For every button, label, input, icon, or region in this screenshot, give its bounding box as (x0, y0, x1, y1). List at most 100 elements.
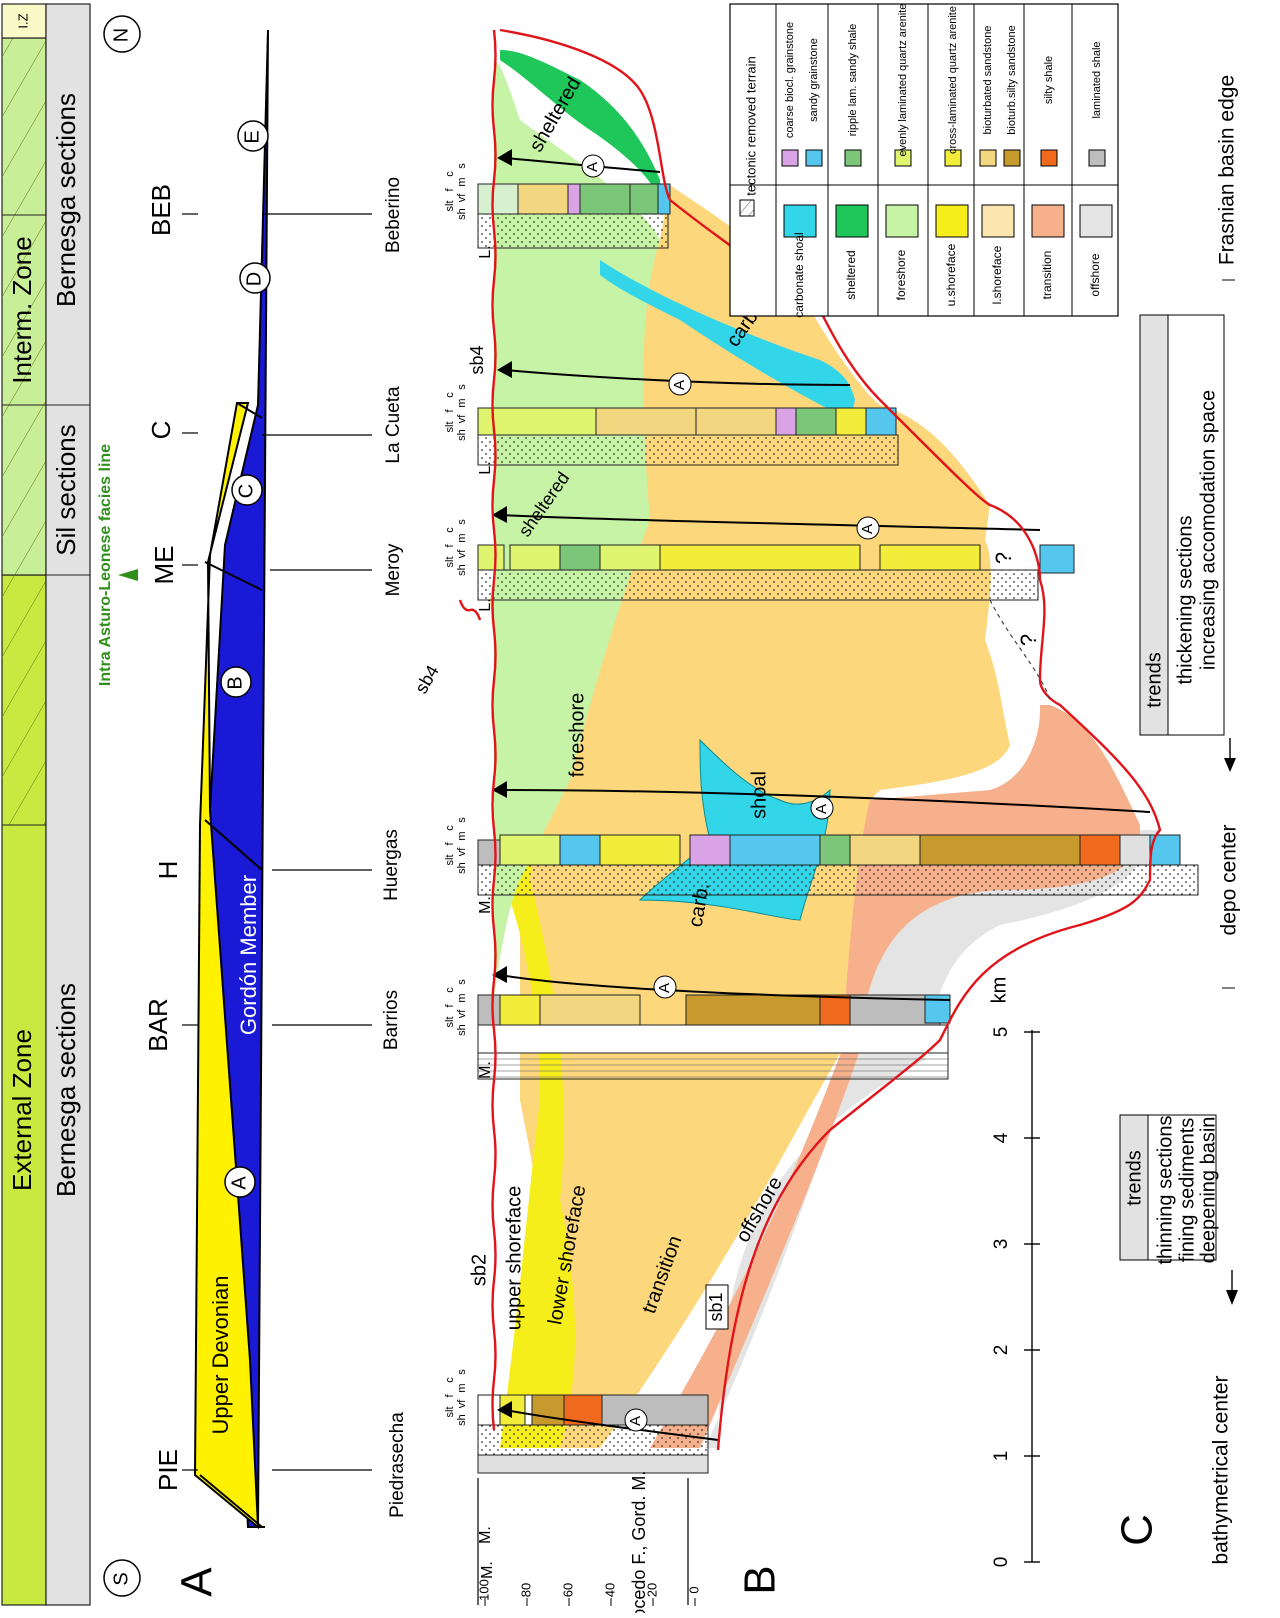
grain-size-label: slt (444, 1407, 456, 1418)
km-tick-label: 1 (991, 1451, 1012, 1462)
interm-zone-label: Interm. Zone (7, 236, 37, 383)
grain-size-label: vf (456, 847, 468, 857)
grain-size-label: c (444, 1377, 456, 1383)
grain-size-label: s (456, 979, 468, 985)
column-barrios (477, 994, 951, 1080)
grain-size-label: sh (456, 862, 468, 874)
svg-text:A: A (656, 983, 673, 993)
facies-line-annotation: Intra Asturo-Leonese facies line (97, 444, 138, 686)
time-arrows (499, 157, 1151, 1441)
transition-area (650, 705, 1140, 1448)
svg-text:thickening sections: thickening sections (1174, 516, 1196, 685)
svg-text:L.: L. (477, 461, 494, 474)
svg-text:S: S (110, 1572, 132, 1585)
compass-south: S (103, 1559, 141, 1597)
legend-facies-swatch (835, 204, 869, 238)
svg-text:A: A (627, 1416, 644, 1426)
legend-lithology-label: sandy grainstone (808, 38, 820, 122)
grain-size-label: s (456, 817, 468, 823)
svg-text:Meroy: Meroy (383, 543, 404, 596)
legend-facies-label: l.shoreface (990, 245, 1004, 304)
legend: tectonic removed terrain carbonate shoal… (729, 3, 1119, 318)
svg-text:B: B (224, 676, 246, 689)
foreshore-area (494, 60, 660, 1000)
bathymetrical-center: bathymetrical center (1210, 1375, 1233, 1564)
legend-lithology-swatch (944, 149, 962, 167)
bernesga-sections-right: Bernesga sections (51, 93, 81, 307)
grain-size-label: c (444, 987, 456, 993)
trends-right: trends thickening sections increasing ac… (1139, 314, 1236, 772)
gordon-member-label: Gordón Member (236, 875, 261, 1035)
legend-lithology-swatch (1040, 149, 1058, 167)
svg-text:trends: trends (1143, 652, 1165, 708)
svg-text:foreshore: foreshore (566, 693, 588, 778)
grain-size-label: vf (456, 1399, 468, 1409)
sb1-boundary (499, 28, 1162, 1451)
svg-text:M.: M. (477, 896, 494, 914)
unknown-dashed-boundary (989, 599, 1051, 701)
svg-text:trends: trends (1123, 1150, 1145, 1206)
svg-text:sb4: sb4 (411, 662, 443, 697)
sil-sections-label: Sil sections (51, 424, 81, 556)
facies-areas (490, 50, 1160, 1448)
legend-tectonic: tectonic removed terrain (743, 56, 758, 195)
grain-size-label: vf (456, 549, 468, 559)
iz-label: I.Z (15, 13, 30, 28)
grain-size-label: sh (456, 208, 468, 220)
legend-lithology-swatch (844, 149, 862, 167)
time-marker-circles: A A A A A A (581, 154, 880, 1432)
bernesga-sections-left: Bernesga sections (51, 983, 81, 1197)
carbonate-shoal-area-top (600, 260, 855, 420)
legend-lithology-swatch (979, 149, 997, 167)
svg-text:L.: L. (477, 245, 494, 258)
legend-facies-swatch (885, 204, 919, 238)
svg-text:L.: L. (477, 598, 494, 611)
svg-text:Piedrasecha: Piedrasecha (387, 1412, 408, 1518)
depo-center: depo center (1218, 825, 1241, 936)
grain-size-label: f (444, 409, 456, 413)
svg-text:P. Nocedo F., Gord. M.: P. Nocedo F., Gord. M. (629, 1471, 649, 1613)
svg-text:sb4: sb4 (467, 345, 487, 374)
svg-text:Huergas: Huergas (381, 829, 402, 901)
grain-size-label: m (456, 993, 468, 1002)
svg-text:?: ? (1016, 634, 1041, 646)
legend-lithology-label: cross-laminated quartz arenite (947, 6, 959, 154)
profile-marker-b: B (220, 666, 252, 698)
grain-size-label: sh (456, 429, 468, 441)
svg-text:Intra Asturo-Leonese facies: Intra Asturo-Leonese facies line (97, 444, 114, 686)
column-beberino (477, 183, 671, 249)
column-meroy (477, 544, 1075, 601)
legend-lithology-swatch (1003, 149, 1021, 167)
svg-text:C: C (146, 421, 176, 440)
km-tick-label: 2 (991, 1345, 1012, 1356)
offshore-area (705, 830, 1160, 1448)
panel-b: A A A A A A upper shoreface lower shoref… (381, 28, 1199, 1618)
upper-devonian-wedge (193, 402, 260, 1530)
section-codes: PIE BAR H ME C BEB (143, 184, 372, 1491)
panel-label-a: A (173, 1567, 222, 1597)
section-base-labels: M. M. M. L. L. L. (477, 245, 494, 1544)
legend-lithology-swatch (805, 149, 823, 167)
grain-size-label: m (456, 831, 468, 840)
panel-label-c: C (1113, 1514, 1162, 1546)
svg-text:BEB: BEB (146, 184, 176, 236)
legend-facies-label: sheltered (844, 250, 858, 299)
column-huergas (477, 834, 1199, 896)
legend-facies-swatch (981, 204, 1015, 238)
grain-size-label: sh (456, 1414, 468, 1426)
grain-size-label: f (444, 1394, 456, 1398)
profile-marker-d: D (239, 262, 271, 294)
svg-text:La Cueta: La Cueta (383, 386, 404, 464)
column-piedrasecha (477, 1394, 709, 1474)
svg-text:thinning sections: thinning sections (1154, 1116, 1176, 1265)
thickness-tick-label: 60 (560, 1583, 575, 1597)
grain-size-label: vf (456, 414, 468, 424)
legend-lithology-label: laminated shale (1091, 41, 1103, 118)
svg-text:A: A (859, 524, 876, 534)
legend-lithology-label: silty shale (1043, 56, 1055, 104)
